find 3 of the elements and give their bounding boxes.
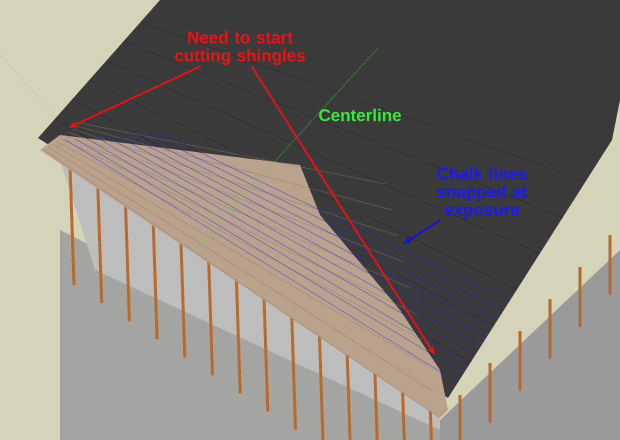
line-label: Centerline <box>319 108 401 122</box>
callout-text: Need to start cutting shingles <box>175 31 305 65</box>
callout-text: Chalk lines snapped at exposure <box>437 167 528 219</box>
